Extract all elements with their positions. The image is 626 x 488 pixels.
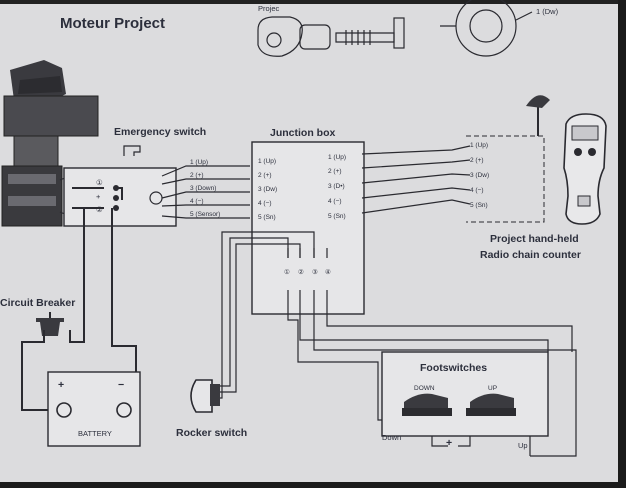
motor-wire-1: 1 (Up) <box>190 159 208 166</box>
footswitches-box <box>381 351 549 437</box>
junction-right-1: 1 (Up) <box>328 154 346 161</box>
scan-right-edge <box>618 0 626 488</box>
antenna-icon <box>526 95 550 136</box>
emergency-switch-lever <box>123 145 141 156</box>
top-remote-sketch: Projec 1 (Dw) <box>257 0 559 57</box>
footswitch-wires <box>287 300 577 457</box>
battery-plus: + <box>58 379 64 391</box>
circuit-breaker-label: Circuit Breaker <box>0 297 75 309</box>
footswitch-down-label: DOWN <box>414 385 435 392</box>
scan-top-edge <box>0 0 626 4</box>
diagram-title: Moteur Project <box>60 15 165 32</box>
junction-box <box>251 141 365 315</box>
rocker-switch-label: Rocker switch <box>176 427 247 439</box>
junction-bottom-1: ① <box>284 268 290 276</box>
handheld-terminal-2: 2 (+) <box>470 157 484 164</box>
junction-box-label: Junction box <box>270 127 335 139</box>
wire-label-up: Up <box>518 441 528 450</box>
junction-left-2: 2 (+) <box>258 172 272 179</box>
handheld-dashed-box <box>466 135 545 223</box>
handheld-terminal-3: 3 (Dw) <box>470 172 489 179</box>
footswitch-down-icon <box>402 393 452 416</box>
motor-wire-2: 2 (+) <box>190 172 204 179</box>
junction-left-3: 3 (Dw) <box>258 186 277 193</box>
handheld-terminal-5: 5 (Sn) <box>470 202 488 209</box>
emergency-terminal-plus: + <box>96 192 101 201</box>
battery-minus: − <box>118 379 124 391</box>
footswitch-up-label: UP <box>488 385 497 392</box>
scan-bottom-edge <box>0 482 626 488</box>
handheld-terminal-1: 1 (Up) <box>470 142 488 149</box>
wire-label-plus: + <box>446 437 452 449</box>
motor-wire-5: 5 (Sensor) <box>190 211 220 218</box>
motor-wire-3: 3 (Down) <box>190 185 216 192</box>
junction-left-4: 4 (−) <box>258 200 272 207</box>
circuit-breaker-icon <box>36 312 64 336</box>
top-partial-label: Projec <box>258 4 280 13</box>
junction-right-5: 5 (Sn) <box>328 213 346 220</box>
footswitches-label: Footswitches <box>420 362 487 374</box>
motor-wire-bundle <box>161 165 250 219</box>
emergency-switch-label: Emergency switch <box>114 126 206 138</box>
rocker-switch-icon <box>190 379 220 413</box>
emergency-terminal-1: ① <box>96 178 103 187</box>
junction-right-2: 2 (+) <box>328 168 342 175</box>
battery-label: BATTERY <box>78 429 112 438</box>
handheld-label-line-2: Radio chain counter <box>480 249 581 261</box>
top-right-partial-label: 1 (Dw) <box>536 7 559 16</box>
motor-wire-4: 4 (−) <box>190 198 204 205</box>
battery-negative-terminal <box>116 402 132 418</box>
junction-right-4: 4 (−) <box>328 198 342 205</box>
emergency-terminal-2: ② <box>96 205 103 214</box>
emergency-switch-box <box>63 167 177 227</box>
remote-handset-icon <box>563 113 607 225</box>
junction-bottom-2: ② <box>298 268 304 276</box>
windlass-motor-icon <box>1 60 99 227</box>
junction-bottom-4: ④ <box>325 268 331 276</box>
handheld-label-line-1: Project hand-held <box>490 233 579 245</box>
junction-left-1: 1 (Up) <box>258 158 276 165</box>
junction-right-3: 3 (D•) <box>328 183 345 190</box>
wire-label-down: Down <box>382 433 401 442</box>
footswitch-up-icon <box>466 393 516 416</box>
battery-positive-terminal <box>56 402 72 418</box>
junction-bottom-3: ③ <box>312 268 318 276</box>
handheld-terminal-4: 4 (−) <box>470 187 484 194</box>
junction-left-5: 5 (Sn) <box>258 214 276 221</box>
handheld-wire-bundle <box>361 145 471 214</box>
